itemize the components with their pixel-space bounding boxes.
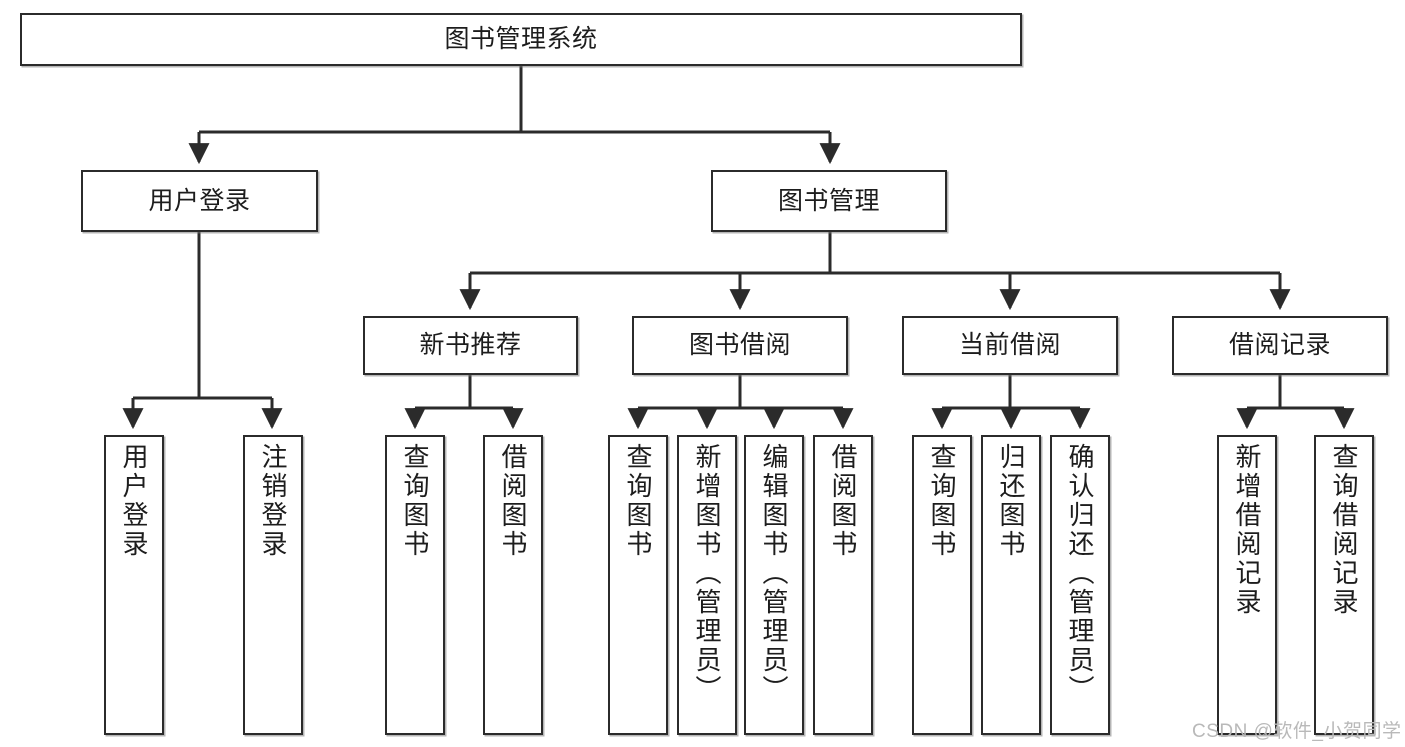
leaf-cur-confirm-return[interactable]: 确认归还（管理员） xyxy=(1050,435,1110,735)
leaf-user-login-label: 用户登录 xyxy=(119,443,149,559)
current-borrow-label: 当前借阅 xyxy=(958,331,1061,359)
leaf-rec-query-record[interactable]: 查询借阅记录 xyxy=(1314,435,1374,735)
book-borrow-label: 图书借阅 xyxy=(688,331,791,359)
user-login-label: 用户登录 xyxy=(148,186,251,215)
leaf-user-logout[interactable]: 注销登录 xyxy=(243,435,303,735)
leaf-borrow-edit-book[interactable]: 编辑图书（管理员） xyxy=(744,435,804,735)
book-manage-label: 图书管理 xyxy=(777,186,880,215)
leaf-cur-confirm-return-label: 确认归还（管理员） xyxy=(1065,443,1095,704)
leaf-borrow-borrow-book-label: 借阅图书 xyxy=(828,443,858,559)
leaf-borrow-add-book-label: 新增图书（管理员） xyxy=(692,443,722,704)
leaf-borrow-add-book[interactable]: 新增图书（管理员） xyxy=(677,435,737,735)
leaf-cur-return-book-label: 归还图书 xyxy=(996,443,1026,559)
root[interactable]: 图书管理系统 xyxy=(20,13,1022,66)
leaf-rec-borrow-book[interactable]: 借阅图书 xyxy=(483,435,543,735)
leaf-rec-query-record-label: 查询借阅记录 xyxy=(1329,443,1359,617)
borrow-record[interactable]: 借阅记录 xyxy=(1172,316,1388,375)
borrow-record-label: 借阅记录 xyxy=(1228,331,1331,359)
leaf-borrow-borrow-book[interactable]: 借阅图书 xyxy=(813,435,873,735)
book-manage[interactable]: 图书管理 xyxy=(711,170,947,232)
leaf-rec-add-record-label: 新增借阅记录 xyxy=(1232,443,1262,617)
leaf-borrow-query-book-label: 查询图书 xyxy=(623,443,653,559)
user-login[interactable]: 用户登录 xyxy=(81,170,318,232)
book-borrow[interactable]: 图书借阅 xyxy=(632,316,848,375)
leaf-borrow-edit-book-label: 编辑图书（管理员） xyxy=(759,443,789,704)
leaf-cur-query-book[interactable]: 查询图书 xyxy=(912,435,972,735)
current-borrow[interactable]: 当前借阅 xyxy=(902,316,1118,375)
watermark-text: CSDN @软件_小贺同学 xyxy=(1192,721,1402,742)
leaf-rec-add-record[interactable]: 新增借阅记录 xyxy=(1217,435,1277,735)
leaf-rec-query-book-label: 查询图书 xyxy=(400,443,430,559)
leaf-rec-borrow-book-label: 借阅图书 xyxy=(498,443,528,559)
new-book-recommend-label: 新书推荐 xyxy=(419,331,522,359)
leaf-cur-query-book-label: 查询图书 xyxy=(927,443,957,559)
leaf-user-logout-label: 注销登录 xyxy=(258,443,288,559)
leaf-rec-query-book[interactable]: 查询图书 xyxy=(385,435,445,735)
root-label: 图书管理系统 xyxy=(444,25,598,53)
leaf-borrow-query-book[interactable]: 查询图书 xyxy=(608,435,668,735)
new-book-recommend[interactable]: 新书推荐 xyxy=(363,316,578,375)
leaf-cur-return-book[interactable]: 归还图书 xyxy=(981,435,1041,735)
leaf-user-login[interactable]: 用户登录 xyxy=(104,435,164,735)
